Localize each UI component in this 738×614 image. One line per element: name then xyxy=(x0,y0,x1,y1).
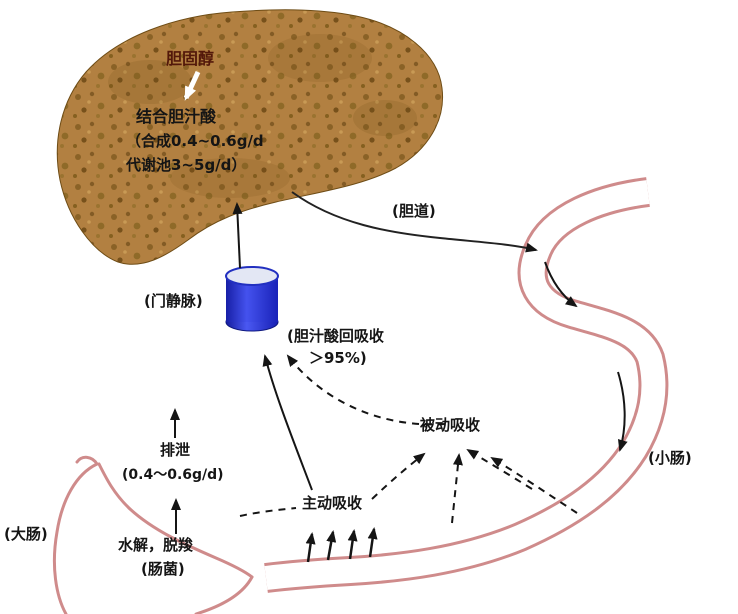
colon-left-wall xyxy=(52,462,99,614)
intestine-lumen xyxy=(264,180,666,590)
intestine-flow-arrow xyxy=(617,371,628,452)
label-hydrolysis: 水解，脱羧 xyxy=(118,536,194,554)
active-absorption-to-portal-arrow xyxy=(262,354,313,491)
label-cholesterol: 胆固醇 xyxy=(166,49,215,68)
cholesterol-to-bile-acid-arrow xyxy=(183,70,201,101)
absorption-up-arrows xyxy=(305,527,378,563)
intestine-wall-outer xyxy=(264,177,669,593)
label-reabsorption-line1: (胆汁酸回吸收 xyxy=(287,327,384,345)
colon-top-wall xyxy=(97,462,254,579)
ileum-to-passive-dashed-arrow-1 xyxy=(466,448,533,490)
intestine-to-passive-dashed-arrow xyxy=(451,453,463,524)
small-intestine-tube xyxy=(264,177,669,593)
portal-to-liver-arrow xyxy=(232,202,243,269)
large-intestine-outline xyxy=(52,455,254,614)
bile-duct-line xyxy=(291,191,538,253)
label-excretion: 排泄 xyxy=(160,441,191,459)
label-excretion-rate: (0.4～0.6g/d) xyxy=(122,467,224,483)
label-passive-absorption: 被动吸收 xyxy=(420,416,481,434)
duodenum-flow-arrow xyxy=(544,261,578,308)
passive-to-portal-dashed-arrow xyxy=(286,354,446,426)
ileum-to-passive-dashed-arrow-2 xyxy=(490,456,578,514)
label-bile-duct: (胆道) xyxy=(392,202,436,220)
colon-to-active-dashed-line xyxy=(239,507,297,517)
cylinder-top xyxy=(225,266,279,286)
colon-cecum-curl xyxy=(75,455,99,466)
label-synthesis-rate: （合成0.4~0.6g/d xyxy=(126,132,264,150)
label-conjugated-bile-acids: 结合胆汁酸 xyxy=(136,107,217,126)
label-active-absorption: 主动吸收 xyxy=(302,494,363,512)
label-gut-bacteria: (肠菌) xyxy=(141,560,185,578)
label-portal-vein: (门静脉) xyxy=(144,292,203,310)
label-metabolic-pool: 代谢池3~5g/d） xyxy=(126,156,247,174)
dashed-absorption-arrows xyxy=(239,354,578,524)
colon-right-wall xyxy=(194,575,254,614)
portal-vein-cylinder xyxy=(225,266,279,332)
label-large-intestine: (大肠) xyxy=(4,525,48,543)
liver-shape xyxy=(56,9,444,265)
label-small-intestine: (小肠) xyxy=(648,449,692,467)
label-reabsorption-line2: ＞95%) xyxy=(309,349,367,367)
active-to-passive-dashed-arrow xyxy=(371,452,426,500)
